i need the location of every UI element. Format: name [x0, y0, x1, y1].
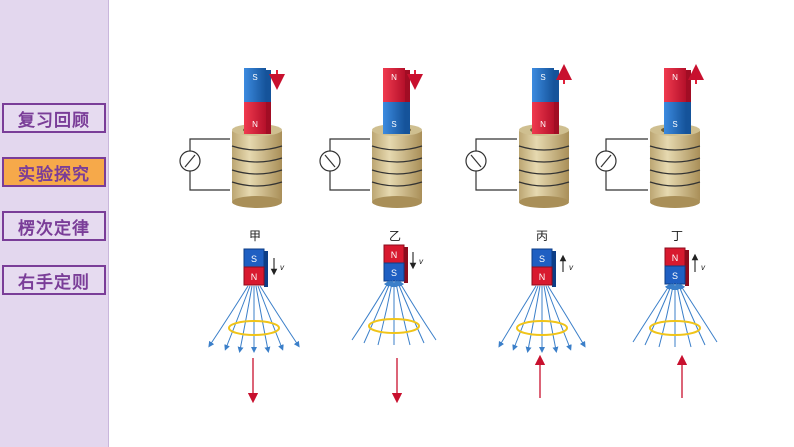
- svg-text:S: S: [540, 73, 545, 82]
- sidebar-item-experiment[interactable]: 实验探究: [2, 157, 106, 187]
- svg-text:v: v: [701, 263, 706, 272]
- apparatus-bing: S N: [465, 64, 572, 208]
- svg-text:N: N: [672, 253, 679, 263]
- apparatus-yi: N S: [319, 68, 423, 208]
- field-diagram-jia: S N v: [208, 248, 300, 404]
- svg-text:N: N: [391, 250, 398, 260]
- svg-text:S: S: [672, 120, 677, 129]
- svg-text:S: S: [252, 73, 257, 82]
- sidebar-item-lenz-law[interactable]: 楞次定律: [2, 211, 106, 241]
- apparatus-jia: S N: [179, 68, 285, 208]
- svg-text:N: N: [391, 73, 397, 82]
- field-diagram-yi: N S v: [351, 244, 437, 404]
- apparatus-ding: N S: [595, 64, 704, 208]
- experiment-diagram: S N N S: [179, 64, 718, 404]
- field-diagram-ding: N S v: [632, 247, 718, 398]
- svg-text:N: N: [539, 272, 546, 282]
- svg-text:S: S: [391, 268, 397, 278]
- svg-text:v: v: [569, 263, 574, 272]
- svg-text:S: S: [391, 120, 396, 129]
- svg-text:N: N: [540, 120, 546, 129]
- svg-text:S: S: [251, 254, 257, 264]
- svg-text:N: N: [672, 73, 678, 82]
- field-diagram-bing: S N v: [498, 248, 586, 398]
- svg-text:v: v: [419, 257, 424, 266]
- sidebar-item-right-hand-rule[interactable]: 右手定则: [2, 265, 106, 295]
- svg-text:S: S: [539, 254, 545, 264]
- sidebar: 复习回顾 实验探究 楞次定律 右手定则: [0, 0, 109, 447]
- experiment-label-jia: 甲: [248, 229, 261, 243]
- experiment-label-yi: 乙: [388, 229, 401, 243]
- svg-text:N: N: [252, 120, 258, 129]
- sidebar-item-review[interactable]: 复习回顾: [2, 103, 106, 133]
- svg-text:v: v: [280, 263, 285, 272]
- svg-text:S: S: [672, 271, 678, 281]
- experiment-label-ding: 丁: [670, 229, 683, 243]
- experiment-label-bing: 丙: [535, 229, 548, 243]
- svg-text:N: N: [251, 272, 258, 282]
